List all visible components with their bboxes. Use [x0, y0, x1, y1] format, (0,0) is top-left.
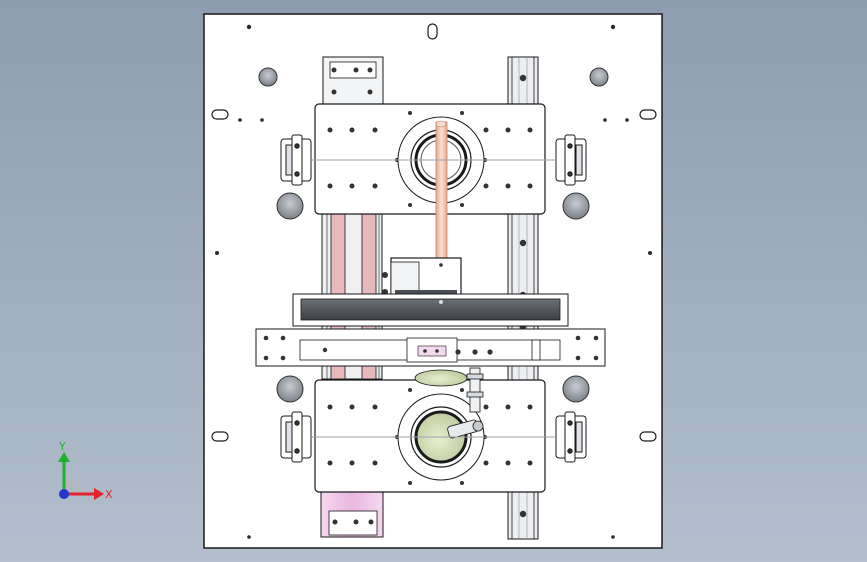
z-axis-origin [59, 489, 69, 499]
y-axis-arrowhead [58, 452, 70, 462]
lower-carriage-plate [314, 369, 546, 493]
nozzle-fitting [447, 367, 484, 439]
coordinate-triad: Y X [44, 438, 124, 510]
triad-graphic: Y X [58, 440, 113, 501]
y-axis-label: Y [58, 440, 66, 453]
plate-small-holes [215, 24, 652, 539]
x-axis-arrowhead [94, 488, 104, 500]
plate-slots [211, 23, 657, 442]
triad-plane-shade [64, 476, 82, 494]
middle-bracket [255, 328, 606, 367]
upper-right-clamp [555, 134, 587, 186]
motor-block [390, 257, 462, 299]
plate-large-holes [258, 67, 609, 403]
vertical-rod [435, 120, 448, 261]
pink-cylinder-block [320, 490, 384, 538]
lower-right-clamp [555, 411, 587, 463]
lower-left-clamp [280, 411, 312, 463]
upper-left-clamp [280, 134, 312, 186]
upper-carriage-plate [314, 103, 546, 215]
x-axis-label: X [105, 488, 113, 501]
cross-bar [292, 293, 569, 327]
